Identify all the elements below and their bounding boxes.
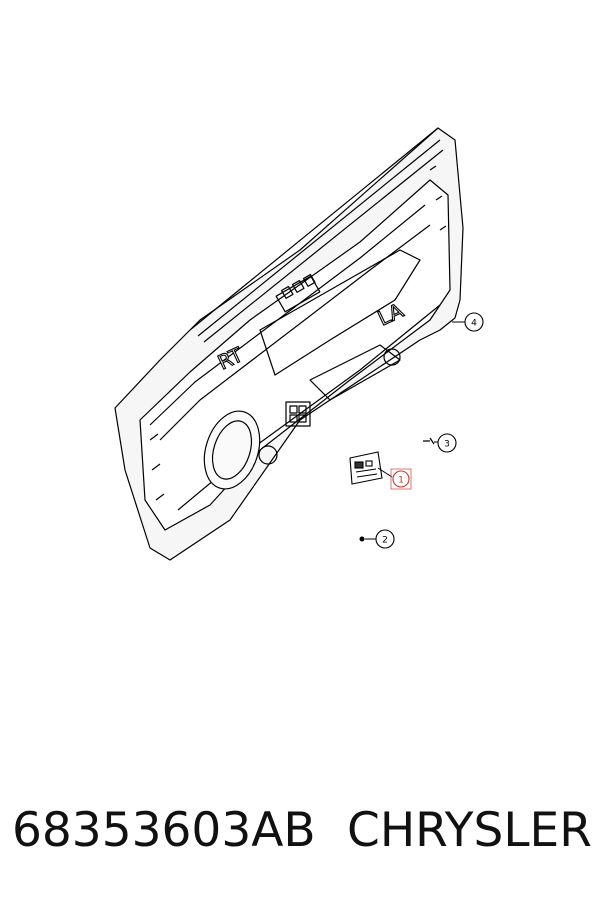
speaker-opening — [203, 410, 261, 490]
switch-pocket-upper — [275, 273, 321, 313]
callout-1: 1 — [390, 468, 412, 490]
edge-slots — [149, 165, 447, 501]
screw-part-2 — [359, 536, 376, 542]
switch-pocket-lower — [285, 401, 311, 427]
callout-3-number: 3 — [444, 440, 450, 450]
callout-2: 2 — [375, 529, 395, 549]
clip-part-3 — [423, 437, 438, 445]
callout-2-number: 2 — [382, 536, 388, 546]
part-caption: 68353603AB CHRYSLER — [0, 796, 600, 866]
window-frame-edge — [189, 127, 444, 343]
callout-leader-1 — [377, 467, 393, 478]
callout-4-number: 4 — [471, 319, 477, 329]
access-hole — [258, 445, 278, 465]
callout-4: 4 — [464, 312, 484, 332]
callout-3: 3 — [437, 433, 457, 453]
part-number: 68353603AB — [12, 803, 316, 858]
brand-name: CHRYSLER — [347, 803, 592, 858]
speaker-opening-inner — [211, 420, 253, 480]
module-part-1 — [349, 451, 383, 485]
callout-1-number: 1 — [398, 476, 404, 486]
lower-channel — [309, 344, 401, 401]
armrest-channel — [259, 249, 421, 376]
